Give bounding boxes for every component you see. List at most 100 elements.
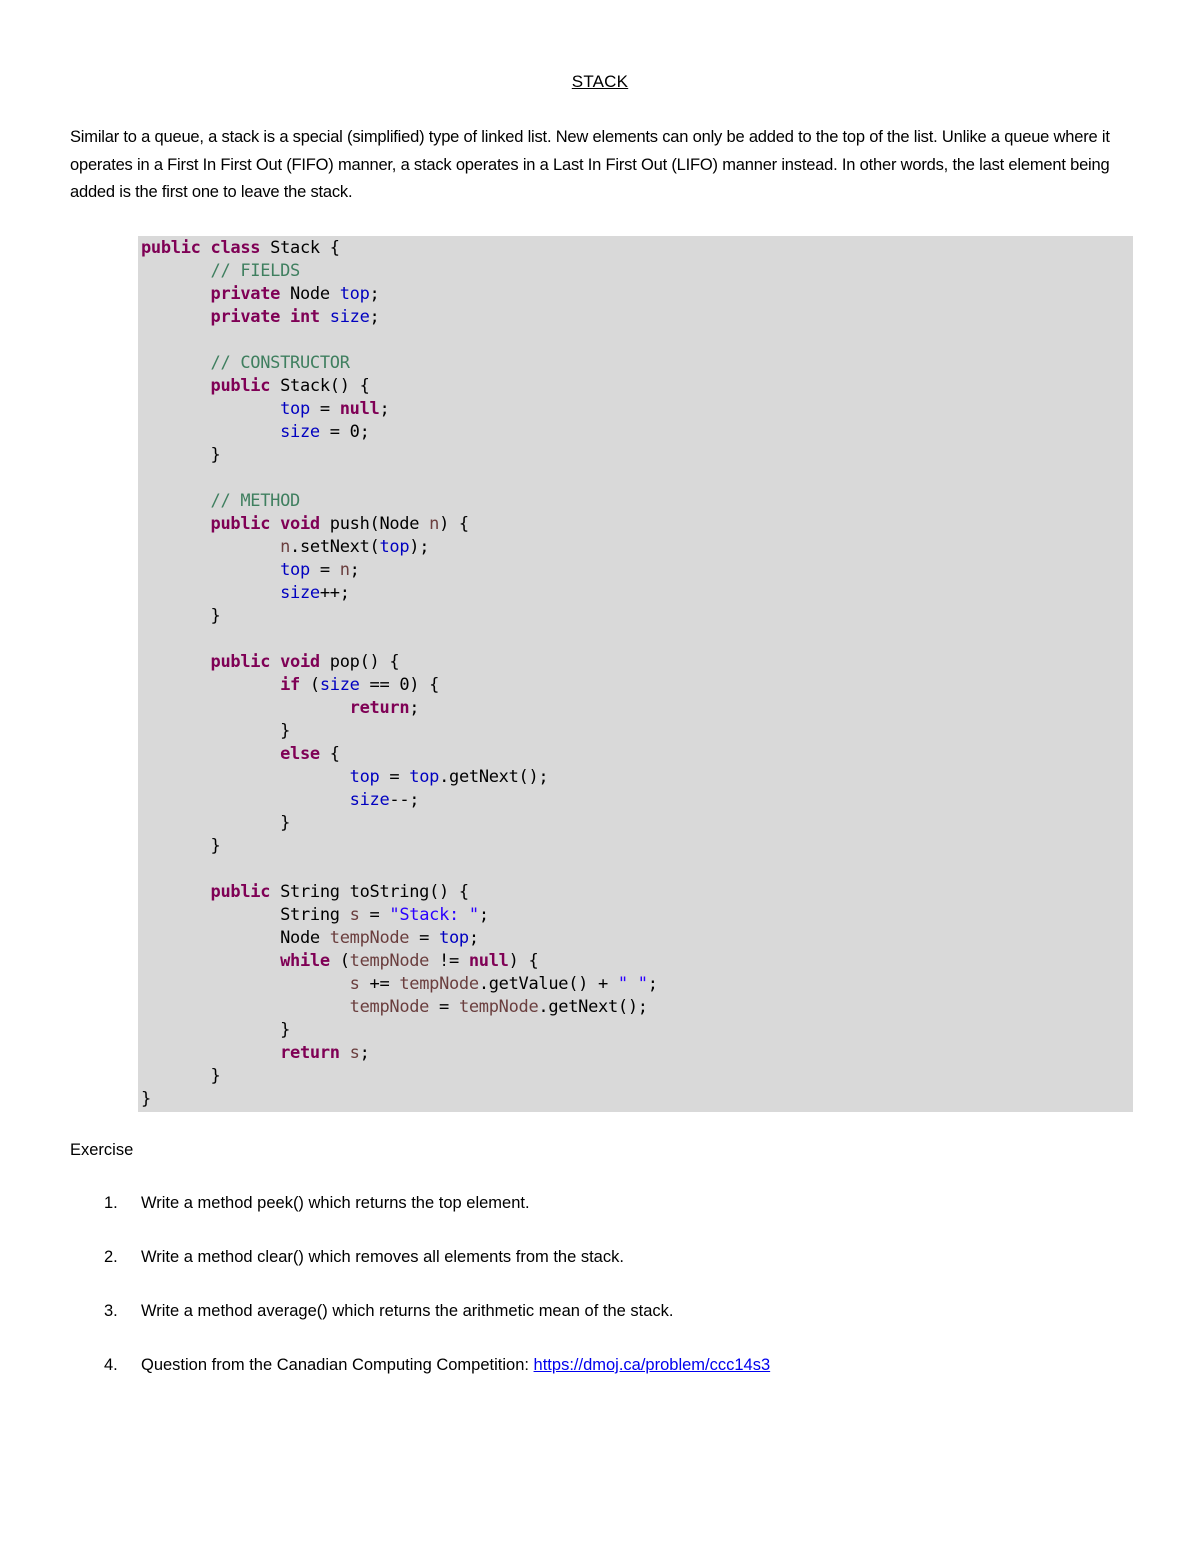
code-token: n — [280, 537, 291, 557]
code-token — [141, 537, 280, 557]
exercise-number: 3. — [104, 1302, 118, 1320]
code-token: } — [141, 836, 221, 856]
code-token — [141, 284, 211, 304]
code-token: else — [280, 744, 330, 764]
code-token: ; — [359, 1043, 370, 1063]
code-line: top = top.getNext(); — [141, 766, 1133, 789]
exercise-heading: Exercise — [70, 1141, 134, 1159]
code-line: } — [141, 812, 1133, 835]
code-token — [141, 376, 211, 396]
code-token: } — [141, 721, 291, 741]
code-token: pop() { — [329, 652, 400, 672]
code-token: top — [349, 767, 380, 787]
code-line: return s; — [141, 1042, 1133, 1065]
code-line: } — [141, 1088, 1133, 1111]
code-line — [141, 858, 1133, 881]
exercise-item: 4. Question from the Canadian Computing … — [104, 1356, 770, 1410]
code-token: size — [280, 583, 320, 603]
code-token — [141, 307, 211, 327]
code-token — [141, 261, 211, 281]
code-token: ; — [379, 399, 390, 419]
code-token: ) { — [439, 514, 469, 534]
code-token: tempNode — [458, 997, 539, 1017]
exercise-number: 2. — [104, 1248, 118, 1266]
code-line: // CONSTRUCTOR — [141, 352, 1133, 375]
code-token: ( — [339, 951, 350, 971]
code-line: // FIELDS — [141, 260, 1133, 283]
code-token: .getNext(); — [538, 997, 648, 1017]
code-token: top — [439, 928, 469, 948]
code-token — [141, 1043, 280, 1063]
code-token: top — [409, 767, 440, 787]
code-token: Node — [290, 284, 340, 304]
code-token — [141, 882, 211, 902]
exercise-item: 1. Write a method peek() which returns t… — [104, 1194, 770, 1248]
code-line: public class Stack { — [141, 237, 1133, 260]
code-token: private int — [210, 307, 330, 327]
code-line: // METHOD — [141, 490, 1133, 513]
code-token: = — [429, 997, 459, 1017]
code-line: } — [141, 605, 1133, 628]
code-token: tempNode — [349, 997, 430, 1017]
code-token: .getValue() + — [478, 974, 618, 994]
code-token: != — [429, 951, 469, 971]
code-line: } — [141, 720, 1133, 743]
code-token — [141, 560, 280, 580]
exercise-item: 2. Write a method clear() which removes … — [104, 1248, 770, 1302]
code-line: } — [141, 444, 1133, 467]
exercise-number: 4. — [104, 1356, 118, 1374]
code-line — [141, 628, 1133, 651]
code-token: ) { — [508, 951, 539, 971]
code-line: n.setNext(top); — [141, 536, 1133, 559]
code-token: // METHOD — [210, 491, 301, 511]
code-token: top — [379, 537, 410, 557]
code-token: ; — [647, 974, 658, 994]
code-token: } — [141, 813, 291, 833]
code-line: private Node top; — [141, 283, 1133, 306]
code-line: public String toString() { — [141, 881, 1133, 904]
code-token: = — [409, 928, 440, 948]
code-token: = — [309, 399, 340, 419]
code-token: String toString() { — [280, 882, 469, 902]
ccc-problem-link[interactable]: https://dmoj.ca/problem/ccc14s3 — [533, 1356, 771, 1374]
code-token: ; — [369, 307, 380, 327]
code-line: public void pop() { — [141, 651, 1133, 674]
code-token — [141, 997, 350, 1017]
code-token: ++; — [319, 583, 350, 603]
code-token: size — [349, 790, 390, 810]
code-token — [141, 514, 211, 534]
code-line: tempNode = tempNode.getNext(); — [141, 996, 1133, 1019]
code-token: // FIELDS — [210, 261, 301, 281]
code-token: size — [329, 307, 370, 327]
code-token: top — [339, 284, 370, 304]
code-token — [141, 422, 280, 442]
code-token: public void — [210, 652, 330, 672]
code-token: tempNode — [399, 974, 479, 994]
code-token — [141, 652, 211, 672]
code-line: private int size; — [141, 306, 1133, 329]
exercise-text: Write a method average() which returns t… — [141, 1302, 674, 1320]
code-token: push(Node — [329, 514, 430, 534]
exercise-list: 1. Write a method peek() which returns t… — [104, 1194, 770, 1410]
code-token — [141, 468, 151, 488]
code-token: private — [210, 284, 291, 304]
exercise-text: Question from the Canadian Computing Com… — [141, 1356, 534, 1374]
code-token — [141, 353, 211, 373]
code-line — [141, 329, 1133, 352]
code-line: public Stack() { — [141, 375, 1133, 398]
exercise-number: 1. — [104, 1194, 118, 1212]
exercise-item: 3. Write a method average() which return… — [104, 1302, 770, 1356]
code-token: { — [329, 744, 340, 764]
code-token — [141, 330, 151, 350]
code-token: = — [309, 560, 340, 580]
code-token: = — [359, 905, 390, 925]
code-token: ); — [409, 537, 430, 557]
code-token — [141, 744, 280, 764]
code-token: == 0) { — [359, 675, 440, 695]
code-token — [141, 859, 151, 879]
code-token: top — [280, 399, 310, 419]
code-token: ; — [349, 560, 360, 580]
code-token: s — [349, 1043, 360, 1063]
code-token — [141, 767, 350, 787]
code-token: } — [141, 445, 221, 465]
